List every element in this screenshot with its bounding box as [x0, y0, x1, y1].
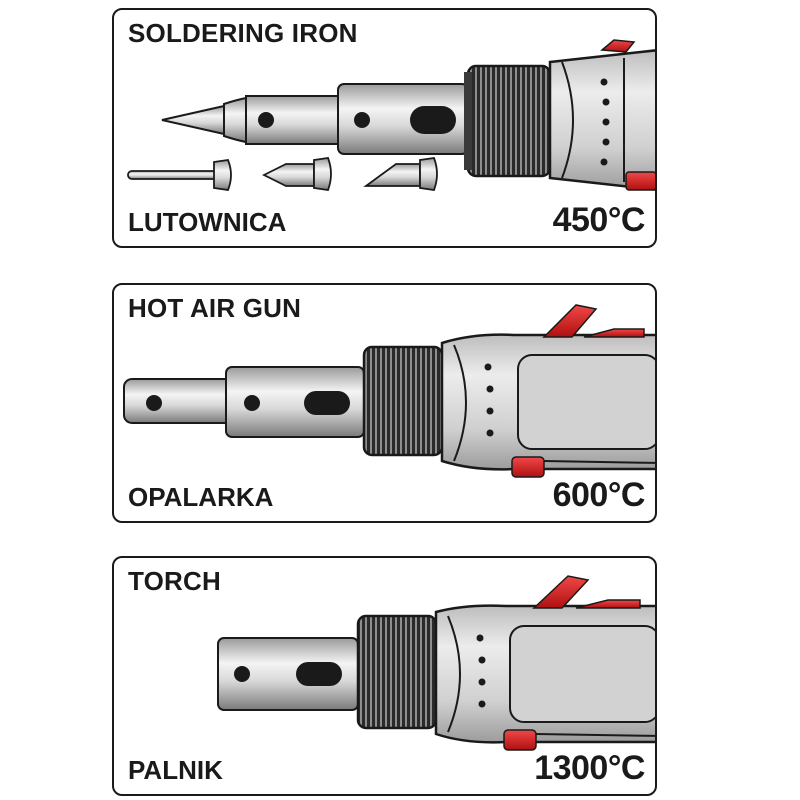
panel-title: HOT AIR GUN: [128, 293, 302, 323]
tip-icon: [261, 157, 332, 191]
panel-title: TORCH: [128, 566, 221, 596]
temperature-label: 450°C: [552, 201, 646, 239]
tip-icon: [363, 157, 438, 191]
torch-icon: [217, 575, 655, 751]
panel-subtitle: LUTOWNICA: [128, 207, 287, 237]
hot-air-gun-icon: [123, 304, 655, 478]
temperature-label: 600°C: [552, 476, 646, 514]
torch-panel: TORCH PALNIK 1300°C: [112, 556, 657, 796]
temperature-label: 1300°C: [534, 749, 645, 787]
panel-title: SOLDERING IRON: [128, 18, 358, 48]
soldering-iron-panel: SOLDERING IRON LUTOWNICA 450°C: [112, 8, 657, 248]
soldering-iron-icon: [127, 39, 655, 191]
panel-subtitle: PALNIK: [128, 755, 223, 785]
tip-icon: [127, 159, 232, 191]
panel-subtitle: OPALARKA: [128, 482, 274, 512]
hot-air-gun-panel: HOT AIR GUN OPALARKA 600°C: [112, 283, 657, 523]
